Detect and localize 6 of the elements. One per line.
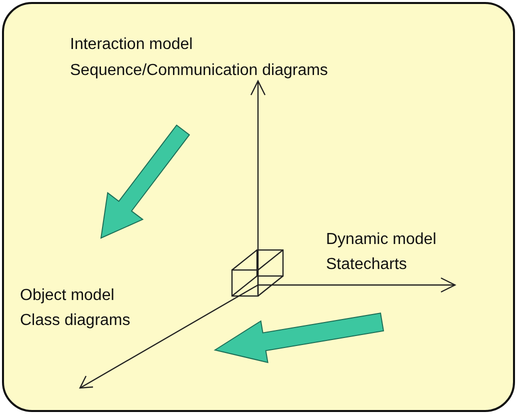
- axis-label: Interaction model: [70, 36, 193, 54]
- axis-label: Class diagrams: [20, 312, 130, 330]
- axis-label: Object model: [20, 287, 114, 305]
- axis-label: Statecharts: [326, 256, 407, 274]
- axis-label: Sequence/Communication diagrams: [70, 62, 328, 80]
- axis-label: Dynamic model: [326, 231, 436, 249]
